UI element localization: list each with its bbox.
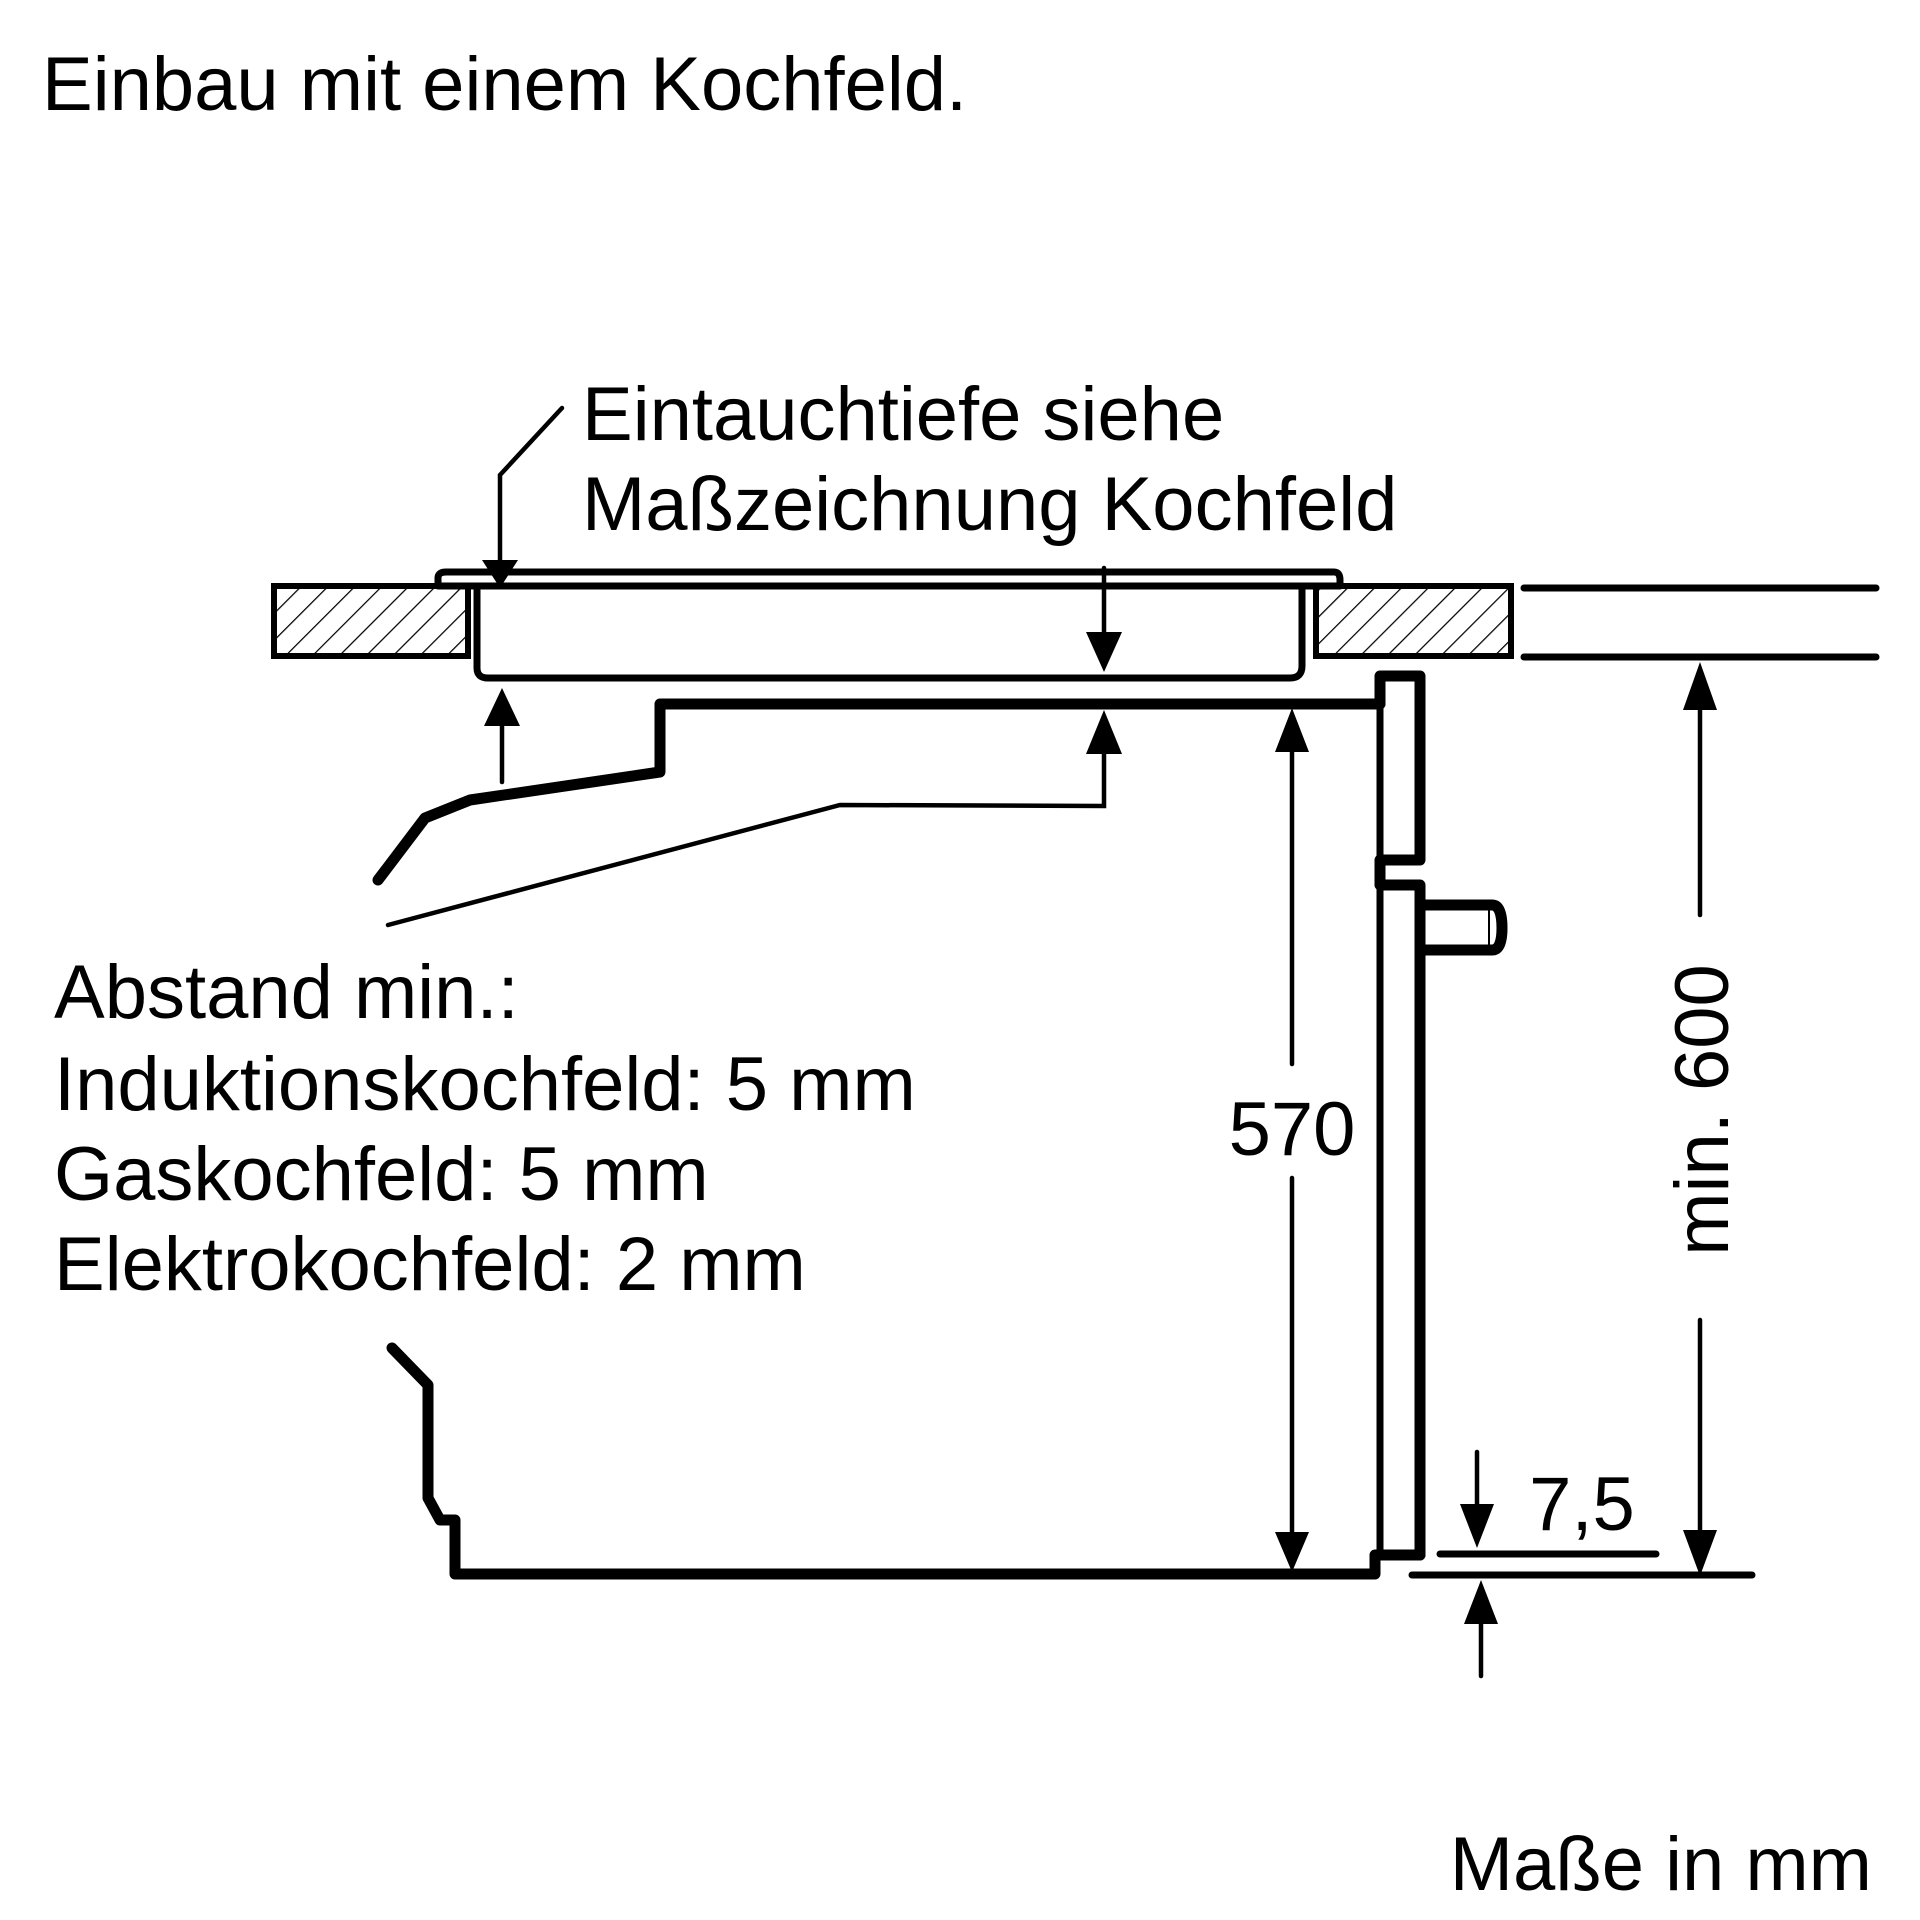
gap-arrow-left <box>484 688 520 785</box>
spacing-note-induction: Induktionskochfeld: 5 mm <box>54 1042 916 1127</box>
spacing-note-electric: Elektrokochfeld: 2 mm <box>54 1222 806 1307</box>
cooktop <box>434 568 1344 682</box>
oven-knob <box>1414 899 1508 956</box>
dimension-niche-height <box>1683 662 1717 1576</box>
dimension-oven-height <box>1275 708 1309 1572</box>
dimension-niche-height-label: min. 600 <box>1660 964 1745 1256</box>
cooktop-depth-arrow <box>1086 565 1122 672</box>
callout-immersion-depth-line1: Eintauchtiefe siehe <box>582 372 1224 457</box>
dimension-bottom-offset-label: 7,5 <box>1529 1462 1635 1547</box>
callout-leader-arrow <box>482 405 565 588</box>
oven-body-bottom <box>386 1342 1426 1580</box>
spacing-note-gas: Gaskochfeld: 5 mm <box>54 1132 709 1217</box>
diagram-title: Einbau mit einem Kochfeld. <box>42 42 967 127</box>
dimension-bottom-offset <box>1408 1449 1756 1679</box>
oven-body-top <box>372 698 1386 886</box>
dimension-oven-height-label: 570 <box>1229 1087 1356 1172</box>
oven-front-panel <box>1374 670 1426 1561</box>
countertop-left <box>271 583 471 659</box>
countertop-reference-lines <box>1520 584 1880 661</box>
callout-immersion-depth-line2: Maßzeichnung Kochfeld <box>582 462 1397 547</box>
spacing-note-heading: Abstand min.: <box>54 950 519 1035</box>
units-note: Maße in mm <box>1450 1822 1872 1907</box>
gap-arrow-right <box>385 710 1122 928</box>
countertop-right <box>1313 583 1514 659</box>
